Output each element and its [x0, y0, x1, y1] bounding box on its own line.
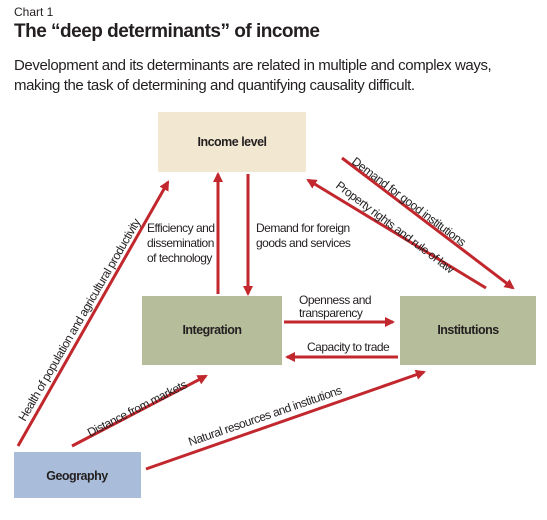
- income-level-label: Income level: [197, 135, 266, 149]
- institutions-box: [400, 296, 536, 365]
- arrow-geography-to-institutions: [145, 369, 426, 471]
- health-label: Health of population and agricultural pr…: [15, 216, 143, 424]
- page-subtitle: Development and its determinants are rel…: [14, 57, 492, 94]
- arrow-geography-to-income: [16, 180, 170, 447]
- efficiency-line-1: Efficiency and: [147, 221, 215, 235]
- natural-resources-label: Natural resources and institutions: [186, 383, 343, 449]
- openness-line-1: Openness and: [299, 293, 371, 307]
- openness-label: Openness and transparency: [299, 293, 374, 320]
- demand-foreign-line-2: goods and services: [256, 236, 351, 250]
- distance-markets-label: Distance from markets: [85, 377, 189, 439]
- page-title: The “deep determinants” of income: [14, 21, 320, 42]
- arrow-institutions-to-income: [306, 178, 487, 290]
- efficiency-line-3: of technology: [147, 251, 212, 265]
- arrow-income-to-institutions: [341, 156, 515, 290]
- integration-label: Integration: [182, 323, 241, 337]
- capacity-trade-label: Capacity to trade: [307, 340, 390, 354]
- efficiency-line-2: dissemination: [147, 236, 214, 250]
- integration-box: [142, 296, 282, 365]
- arrow-geography-to-integration: [71, 374, 208, 448]
- openness-line-2: transparency: [299, 306, 363, 320]
- geography-label: Geography: [46, 469, 108, 483]
- chart-number: Chart 1: [14, 5, 54, 19]
- demand-foreign-line-1: Demand for foreign: [256, 221, 350, 235]
- geography-box: [14, 452, 141, 498]
- efficiency-label: Efficiency and dissemination of technolo…: [147, 221, 217, 265]
- demand-foreign-label: Demand for foreign goods and services: [256, 221, 353, 250]
- income-level-box: [158, 112, 306, 172]
- institutions-label: Institutions: [437, 323, 499, 337]
